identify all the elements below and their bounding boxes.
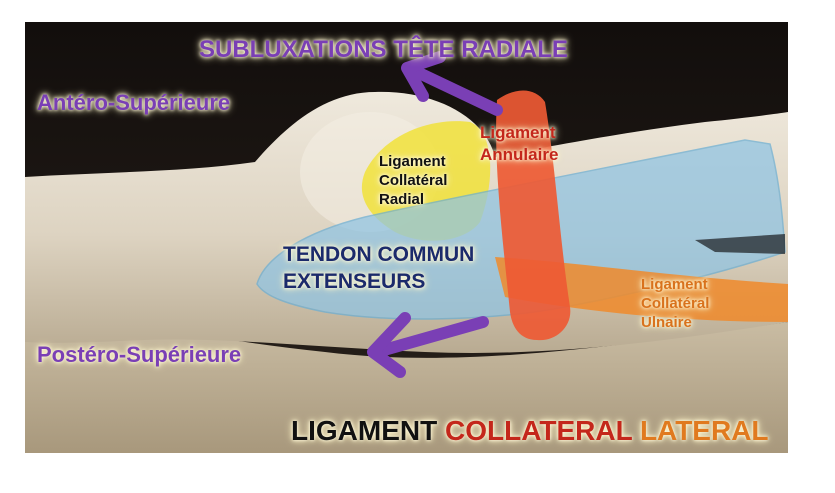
caption-word-collateral: COLLATERAL (445, 415, 640, 446)
arrow-anterior-icon (401, 51, 503, 116)
label-line: Ligament (641, 276, 708, 293)
label-line: Radial (379, 191, 425, 209)
forearm-bone (25, 322, 788, 453)
label-line: Ligament (480, 123, 556, 142)
label-postero-superieure: Postéro-Supérieure (37, 342, 242, 367)
label-tendon-commun-extenseurs: TENDON COMMUN EXTENSEURS (283, 242, 474, 296)
annular-ligament-shape (496, 90, 571, 341)
label-line: TENDON COMMUN (283, 243, 475, 266)
label-line: Collatéral (641, 295, 710, 313)
elbow-model-scene (25, 22, 788, 453)
caption-word-ligament: LIGAMENT (291, 415, 445, 446)
label-line: EXTENSEURS (283, 269, 426, 293)
label-line: Ulnaire (641, 314, 692, 332)
label-ligament-annulaire: Ligament Annulaire (480, 122, 558, 166)
label-ligament-collateral-ulnaire: Ligament Collatéral Ulnaire (641, 275, 709, 333)
label-line: Collatéral (379, 172, 448, 190)
caption-word-lateral: LATERAL (639, 415, 769, 446)
caption-ligament-collateral-lateral: LIGAMENT COLLATERAL LATERAL (291, 417, 769, 445)
label-ligament-collateral-radial: Ligament Collatéral Radial (379, 152, 447, 210)
tendon-shadow (695, 234, 785, 254)
arrow-posterior-icon (367, 312, 489, 378)
label-line: Ligament (379, 153, 446, 170)
page-title: SUBLUXATIONS TÊTE RADIALE (199, 36, 568, 63)
label-antero-superieure: Antéro-Supérieure (37, 90, 231, 115)
label-line: Annulaire (480, 144, 559, 164)
elbow-anatomy-illustration: SUBLUXATIONS TÊTE RADIALE Antéro-Supérie… (25, 22, 788, 453)
